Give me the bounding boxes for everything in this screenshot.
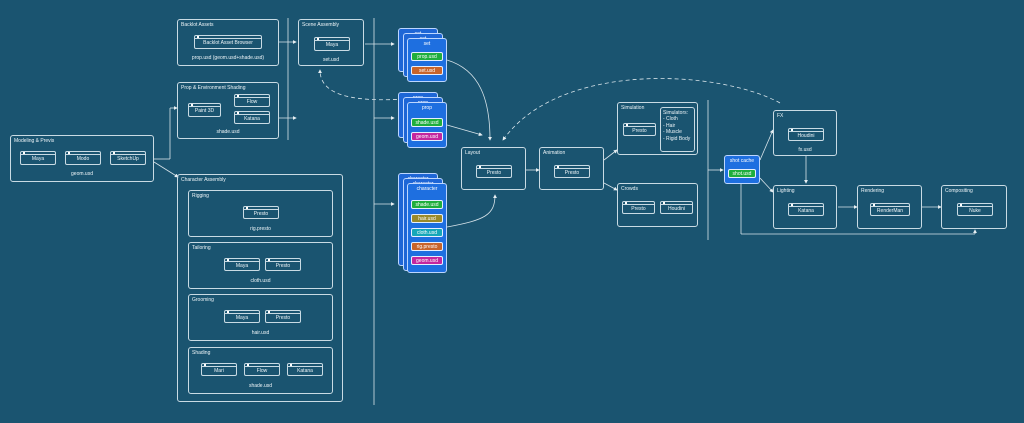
set-card-title: set: [423, 41, 431, 47]
pill-char-cloth: cloth.usd: [411, 228, 443, 237]
pill-set-usd: set.usd: [411, 66, 443, 75]
tool-katana[interactable]: Katana: [234, 111, 270, 124]
shading-output: shade.usd: [248, 383, 273, 389]
scene-title: Scene Assembly: [302, 22, 339, 28]
fx-title: FX: [777, 113, 784, 119]
shot-cache-card[interactable]: shot cache shot.usd: [724, 155, 760, 184]
tool-tailor-maya[interactable]: Maya: [224, 258, 260, 271]
tool-shade-katana[interactable]: Katana: [287, 363, 323, 376]
fx-box: FX Houdini fx.usd: [773, 110, 837, 156]
pill-geom-usd: geom.usd: [411, 132, 443, 141]
tool-rendering-renderman[interactable]: RenderMan: [870, 203, 910, 216]
tool-flow[interactable]: Flow: [234, 94, 270, 107]
prop-env-output: shade.usd: [216, 129, 240, 135]
tool-backlot-browser[interactable]: Backlot Asset Browser: [194, 35, 262, 49]
scene-output: set.usd: [322, 57, 340, 63]
tool-groom-maya[interactable]: Maya: [224, 310, 260, 323]
grooming-title: Grooming: [192, 297, 214, 303]
layout-title: Layout: [465, 150, 481, 156]
modeling-previs-box: Modeling & Previs Maya Modo SketchUp geo…: [10, 135, 154, 182]
compositing-box: Compositing Nuke: [941, 185, 1007, 229]
tool-crowds-houdini[interactable]: Houdini: [660, 201, 693, 214]
tool-maya[interactable]: Maya: [20, 151, 56, 165]
modeling-output: geom.usd: [71, 171, 93, 177]
animation-box: Animation Presto: [539, 147, 604, 190]
rigging-output: rig.presto: [250, 226, 271, 232]
prop-env-shading-box: Prop & Environment Shading Paint 3D Flow…: [177, 82, 279, 139]
rendering-box: Rendering RenderMan: [857, 185, 922, 229]
tool-layout-presto[interactable]: Presto: [476, 165, 512, 178]
pill-char-geom: geom.usd: [411, 256, 443, 265]
tool-crowds-presto[interactable]: Presto: [622, 201, 655, 214]
tool-fx-houdini[interactable]: Houdini: [788, 128, 824, 141]
tool-modo[interactable]: Modo: [65, 151, 101, 165]
prop-card-title: prop: [421, 105, 432, 111]
tool-rig-presto[interactable]: Presto: [243, 206, 279, 219]
tailoring-title: Tailoring: [192, 245, 211, 251]
lighting-box: Lighting Katana: [773, 185, 837, 229]
tool-paint3d[interactable]: Paint 3D: [188, 103, 221, 117]
compositing-title: Compositing: [945, 188, 973, 194]
set-card[interactable]: set prop.usd set.usd: [407, 38, 447, 82]
pill-char-hair: hair.usd: [411, 214, 443, 223]
tool-shade-flow[interactable]: Flow: [244, 363, 280, 376]
character-card[interactable]: character shade.usd hair.usd cloth.usd r…: [407, 183, 447, 273]
fx-output: fx.usd: [798, 147, 812, 153]
rigging-box: Rigging Presto rig.presto: [188, 190, 333, 237]
prop-card[interactable]: prop shade.usd geom.usd: [407, 102, 447, 148]
rigging-title: Rigging: [192, 193, 209, 199]
backlot-title: Backlot Assets: [181, 22, 214, 28]
tool-tailor-presto[interactable]: Presto: [265, 258, 301, 271]
shot-cache-title: shot cache: [729, 158, 755, 164]
tool-sim-presto[interactable]: Presto: [623, 123, 656, 136]
animation-title: Animation: [543, 150, 566, 156]
shading-box: Shading Mari Flow Katana shade.usd: [188, 347, 333, 394]
simulation-title: Simulation: [621, 105, 645, 111]
sim-list-item: - Cloth: [663, 116, 678, 123]
lighting-title: Lighting: [777, 188, 795, 194]
shading-title: Shading: [192, 350, 211, 356]
character-assembly-title: Character Assembly: [181, 177, 226, 183]
pill-char-shade: shade.usd: [411, 200, 443, 209]
simulators-list-box: Simulators: - Cloth - Hair - Muscle - Ri…: [660, 107, 695, 152]
tool-lighting-katana[interactable]: Katana: [788, 203, 824, 216]
sim-list-item: - Rigid Body: [663, 135, 691, 142]
tool-shade-mari[interactable]: Mari: [201, 363, 237, 376]
grooming-output: hair.usd: [251, 330, 270, 336]
sim-list-item: Simulators:: [663, 110, 689, 116]
tool-groom-presto[interactable]: Presto: [265, 310, 301, 323]
simulation-box: Simulation Presto Simulators: - Cloth - …: [617, 102, 698, 155]
tool-animation-presto[interactable]: Presto: [554, 165, 590, 178]
tool-sketchup[interactable]: SketchUp: [110, 151, 146, 165]
tool-scene-maya[interactable]: Maya: [314, 37, 350, 51]
sim-list-item: - Muscle: [663, 129, 682, 136]
pill-shot-usd: shot.usd: [728, 169, 756, 178]
character-assembly-box: Character Assembly Rigging Presto rig.pr…: [177, 174, 343, 402]
character-card-title: character: [416, 186, 438, 192]
pill-char-rig: rig.presto: [411, 242, 443, 251]
grooming-box: Grooming Maya Presto hair.usd: [188, 294, 333, 341]
tool-compositing-nuke[interactable]: Nuke: [957, 203, 993, 216]
layout-box: Layout Presto: [461, 147, 526, 190]
scene-assembly-box: Scene Assembly Maya set.usd: [298, 19, 364, 66]
tailoring-output: cloth.usd: [250, 278, 271, 284]
crowds-title: Crowds: [621, 186, 638, 192]
prop-env-title: Prop & Environment Shading: [181, 85, 246, 91]
pill-shade-usd: shade.usd: [411, 118, 443, 127]
rendering-title: Rendering: [861, 188, 885, 194]
backlot-output: prop.usd (geom.usd+shade.usd): [191, 55, 265, 61]
modeling-title: Modeling & Previs: [14, 138, 55, 144]
pill-prop-usd: prop.usd: [411, 52, 443, 61]
sim-list-item: - Hair: [663, 122, 676, 129]
tailoring-box: Tailoring Maya Presto cloth.usd: [188, 242, 333, 289]
crowds-box: Crowds Presto Houdini: [617, 183, 698, 227]
backlot-assets-box: Backlot Assets Backlot Asset Browser pro…: [177, 19, 279, 66]
